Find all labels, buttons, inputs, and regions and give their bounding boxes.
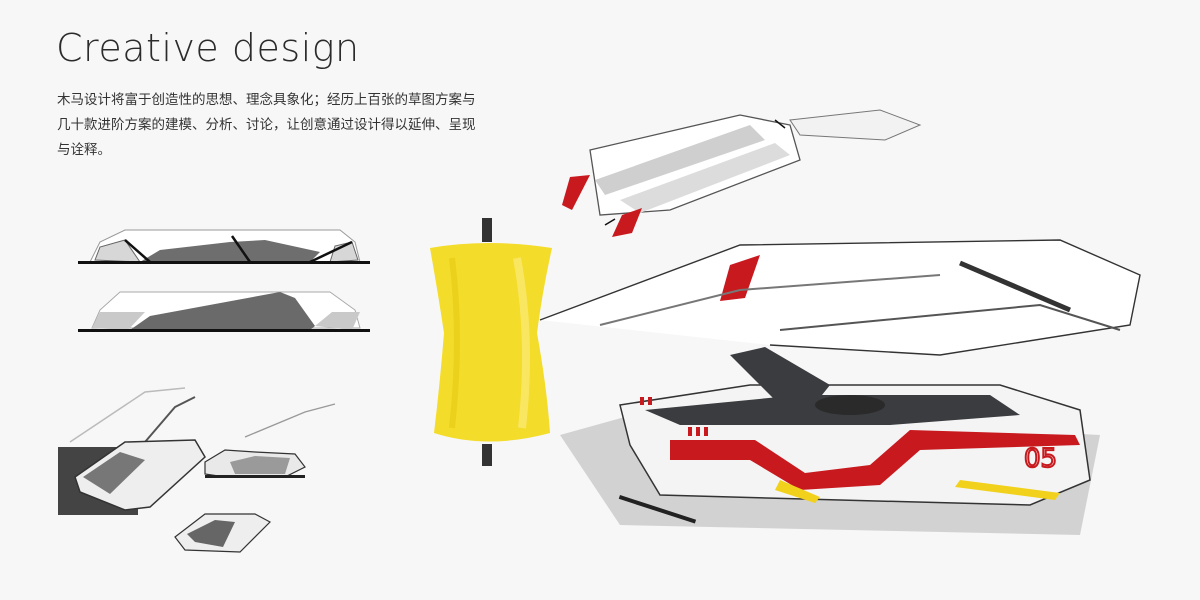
- side-view-sketch-1: [70, 212, 370, 272]
- yellow-cylinder-sketch: [422, 218, 562, 468]
- number-tag: 05: [1024, 444, 1057, 474]
- page-description: 木马设计将富于创造性的思想、理念具象化；经历上百张的草图方案与几十款进阶方案的建…: [57, 92, 476, 158]
- main-robot-render: 05: [539, 235, 1180, 535]
- page-title: Creative design: [56, 26, 360, 70]
- exploded-part-sketch: [550, 95, 940, 245]
- perspective-sketches: [55, 382, 385, 572]
- side-view-sketch-2: [70, 288, 370, 338]
